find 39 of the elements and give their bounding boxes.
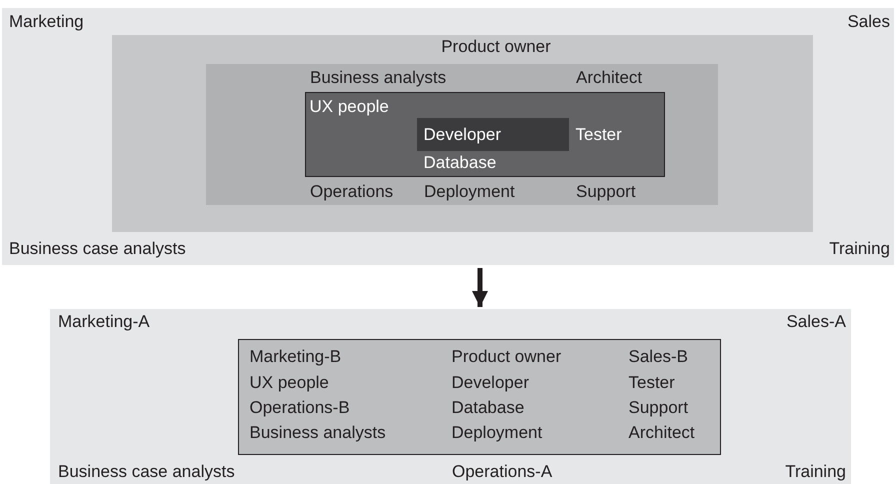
role-label: Operations-B (250, 398, 350, 418)
group-box (2, 8, 894, 265)
group-box (112, 35, 813, 232)
role-label: Sales-B (628, 346, 688, 366)
role-label: Deployment (452, 422, 542, 442)
arrow (472, 268, 488, 307)
role-label: Operations (310, 182, 394, 202)
role-label: Architect (576, 68, 642, 88)
role-label: Marketing-A (58, 312, 150, 332)
role-label: Deployment (424, 182, 515, 202)
role-label: Operations-A (452, 462, 552, 482)
role-label: Sales (847, 12, 890, 32)
role-label: Business analysts (250, 422, 386, 442)
role-label: Sales-A (786, 312, 846, 332)
group-box (238, 339, 721, 455)
role-label: Database (424, 152, 496, 172)
role-label: Tester (576, 124, 622, 144)
role-label: Database (452, 398, 524, 418)
role-label: Business case analysts (9, 239, 186, 259)
group-box (305, 92, 665, 177)
group-box (416, 118, 568, 150)
role-label: Training (829, 239, 890, 259)
group-box (206, 64, 718, 205)
role-label: UX people (310, 96, 389, 116)
role-label: UX people (250, 372, 329, 392)
group-box (50, 309, 851, 484)
role-label: Product owner (452, 346, 562, 366)
role-label: Training (785, 462, 846, 482)
role-label: Product owner (441, 37, 551, 57)
role-label: Tester (628, 372, 675, 392)
role-label: Marketing (9, 12, 84, 32)
role-label: Support (576, 182, 636, 202)
role-label: Business case analysts (58, 462, 235, 482)
role-label: Developer (452, 372, 529, 392)
role-label: Marketing-B (250, 346, 342, 366)
role-label: Support (628, 398, 688, 418)
role-label: Developer (424, 124, 501, 144)
role-label: Architect (628, 422, 695, 442)
role-label: Business analysts (310, 68, 446, 88)
